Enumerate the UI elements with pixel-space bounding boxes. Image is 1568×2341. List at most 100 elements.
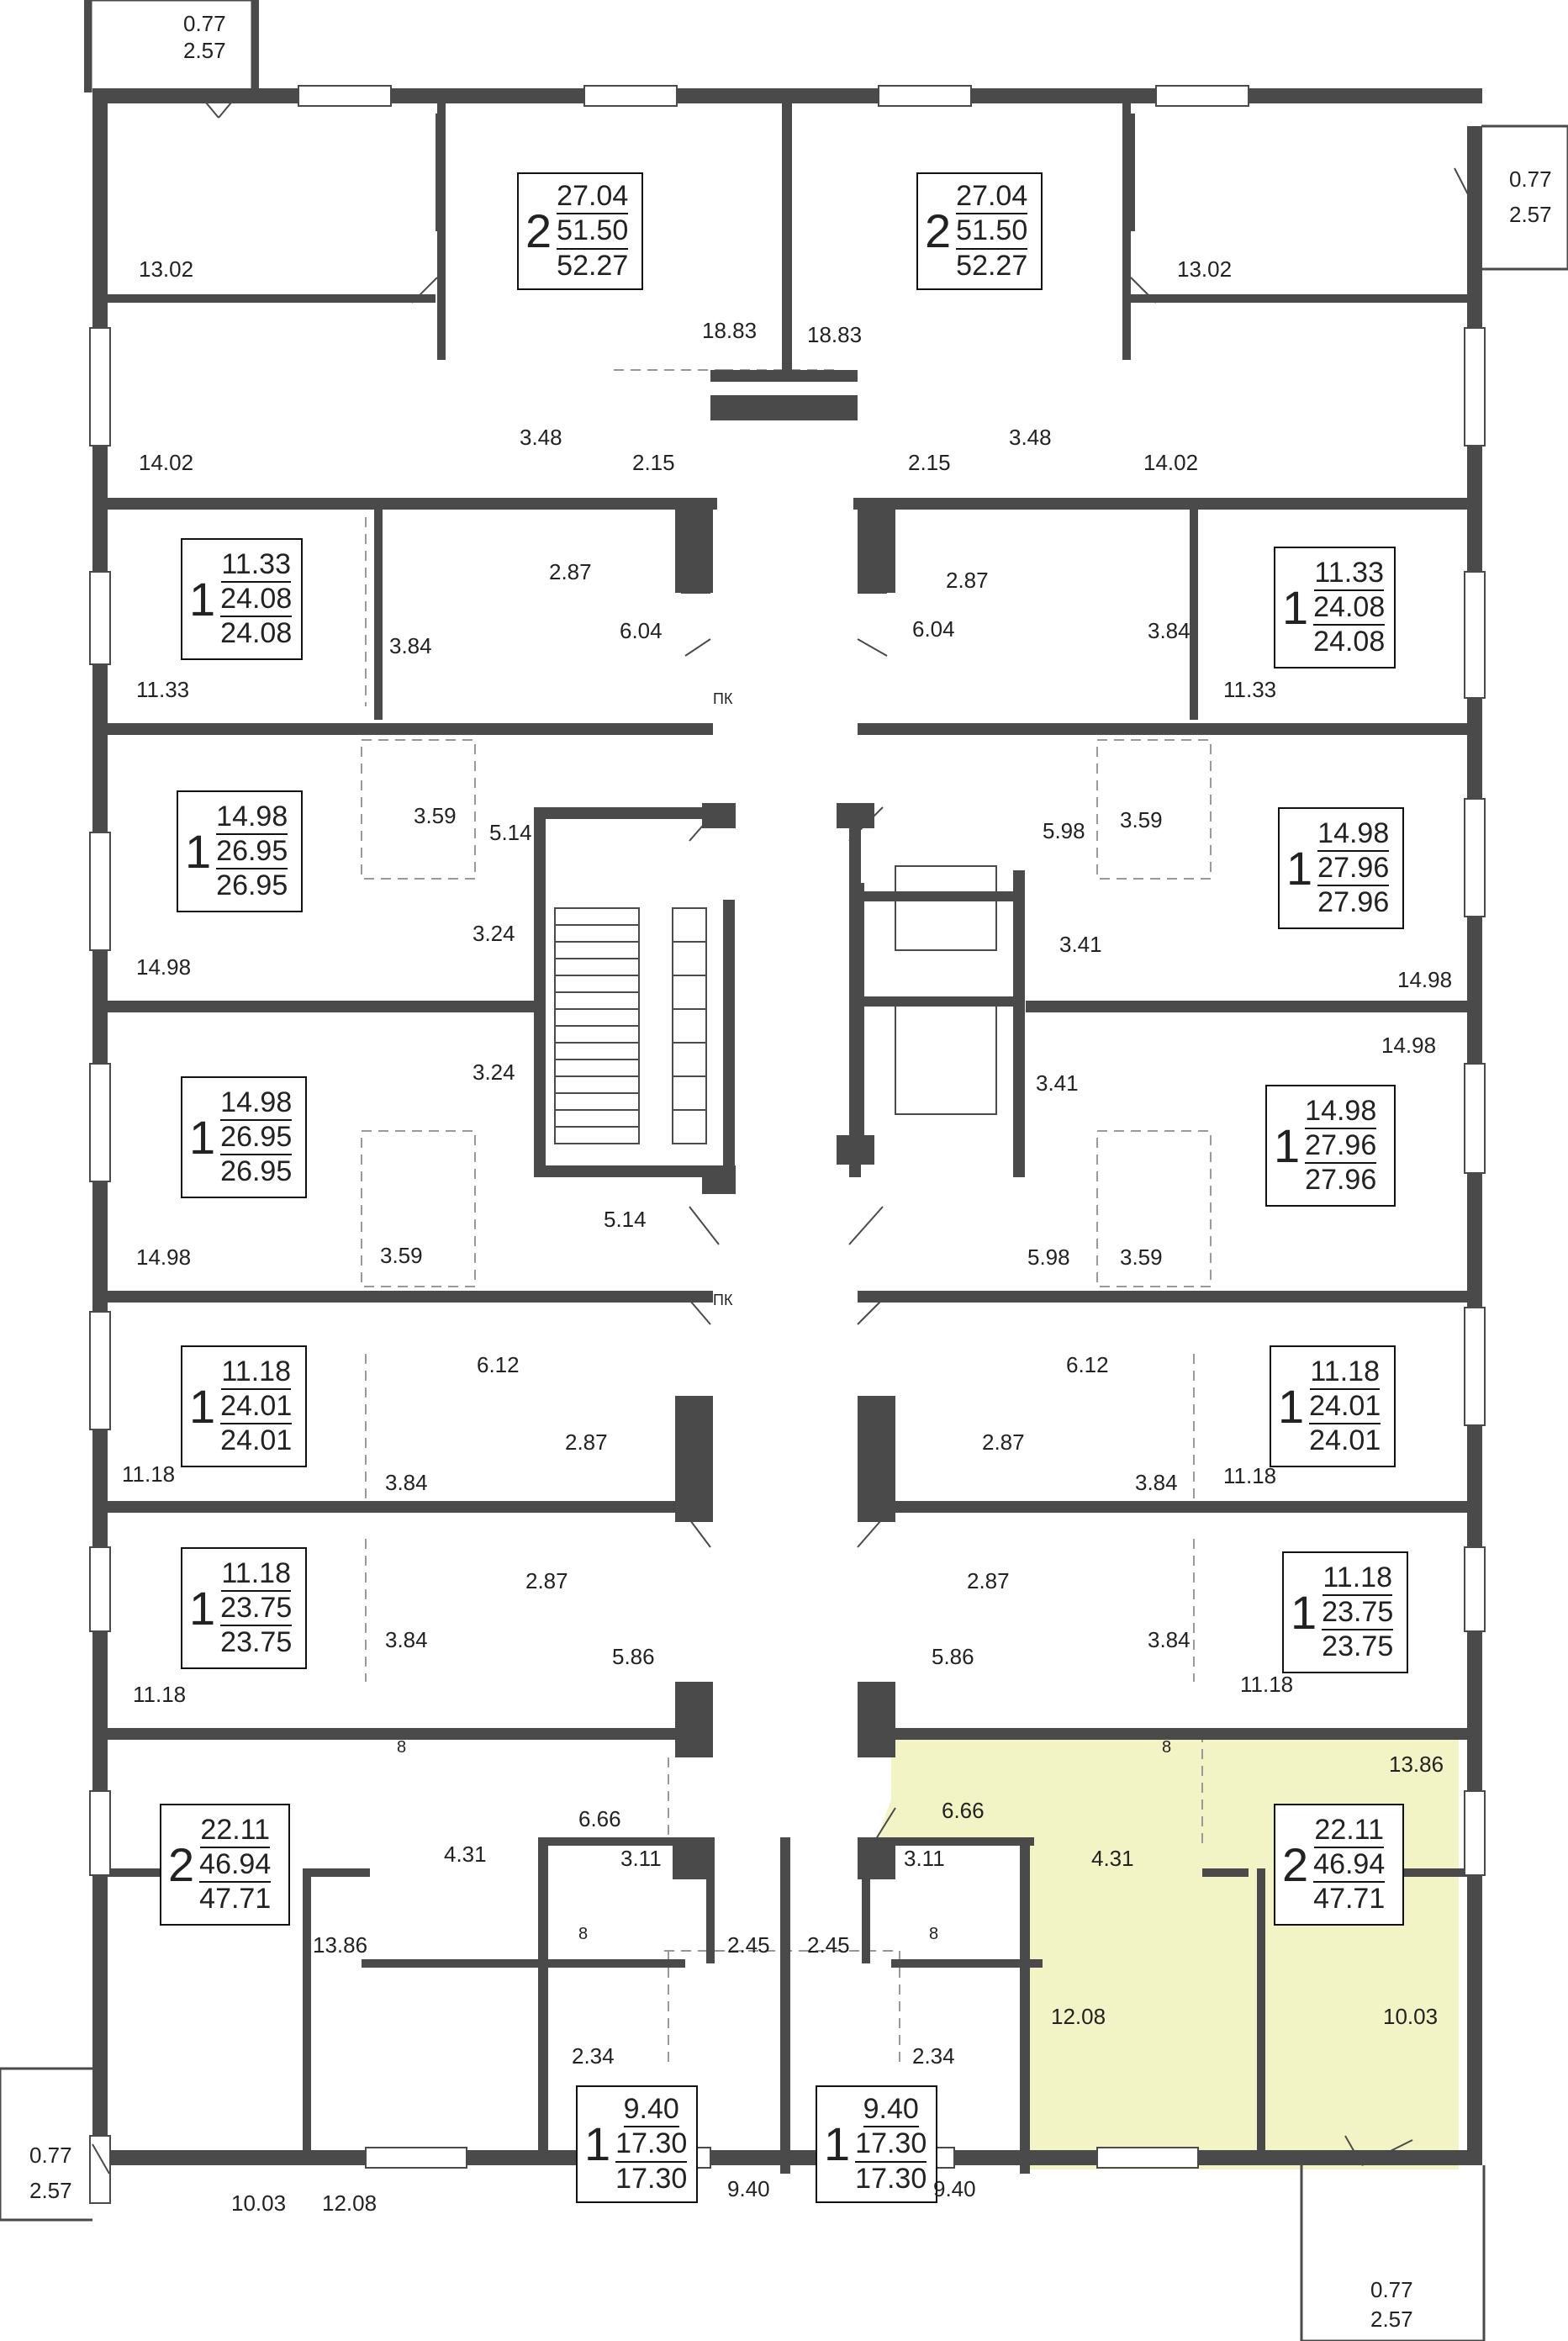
area-label: 3.24	[473, 921, 515, 946]
living-area: 27.04	[956, 180, 1028, 215]
area-label: 6.66	[942, 1798, 985, 1823]
area-label: 0.77	[1509, 166, 1552, 192]
total-area: 27.96	[1305, 1129, 1377, 1165]
area-label: 3.24	[473, 1060, 515, 1085]
living-area: 22.11	[1314, 1814, 1384, 1848]
area-label: 11.18	[122, 1461, 176, 1487]
living-area: 11.33	[1314, 557, 1384, 591]
area-label: 3.11	[620, 1846, 662, 1871]
rooms-count: 1	[1278, 1379, 1305, 1433]
area-label: 3.41	[1059, 932, 1102, 957]
area-label: 0.77	[29, 2143, 72, 2168]
living-area: 27.04	[557, 180, 629, 215]
area-label: 2.87	[565, 1429, 608, 1455]
area-label: 9.40	[933, 2176, 976, 2201]
living-area: 14.98	[220, 1086, 293, 1121]
area-label: 11.33	[1223, 677, 1277, 702]
area-label: 2.45	[807, 1932, 850, 1958]
area-label: 5.98	[1027, 1244, 1070, 1270]
area-label: 14.98	[1381, 1033, 1437, 1058]
area-label: 11.33	[136, 677, 190, 702]
rooms-count: 1	[1274, 1118, 1301, 1172]
area-label: 4.31	[1091, 1846, 1134, 1871]
area-label: 2.87	[967, 1568, 1010, 1593]
area-label: 2.87	[946, 568, 989, 593]
area-label: 14.98	[136, 954, 192, 980]
area-label: 5.14	[489, 820, 532, 845]
area-label: 0.77	[1370, 2277, 1413, 2302]
area-label: 12.08	[322, 2190, 377, 2216]
living-area: 11.18	[221, 1355, 291, 1390]
staircase	[554, 907, 707, 1144]
living-area: 11.18	[221, 1557, 291, 1592]
total-area: 24.01	[220, 1390, 293, 1425]
area-label: 2.57	[29, 2178, 72, 2203]
area-label: 18.83	[807, 322, 863, 347]
rooms-count: 1	[189, 1110, 216, 1164]
total-balcony-area: 52.27	[956, 249, 1028, 282]
rooms-count: 1	[1286, 841, 1313, 895]
area-label: 2.87	[525, 1568, 568, 1593]
total-balcony-area: 24.01	[220, 1424, 293, 1457]
area-label: 2.57	[1370, 2307, 1413, 2332]
total-balcony-area: 17.30	[615, 2162, 688, 2195]
area-label: 5.98	[1043, 818, 1085, 843]
shaft-label: ПК	[713, 1292, 733, 1308]
living-area: 11.18	[1323, 1562, 1392, 1596]
living-area: 14.98	[1305, 1095, 1377, 1129]
rooms-count: 2	[525, 204, 552, 257]
rooms-count: 1	[1291, 1585, 1317, 1639]
total-balcony-area: 24.01	[1309, 1424, 1381, 1457]
area-label: 3.84	[1135, 1470, 1178, 1495]
area-label: 9.40	[727, 2176, 770, 2201]
area-label: 0.77	[183, 11, 226, 36]
area-label: 13.86	[1389, 1752, 1444, 1777]
area-label: 14.98	[1397, 967, 1453, 992]
area-label: 5.86	[612, 1644, 655, 1669]
area-label: 3.84	[385, 1470, 428, 1495]
living-area: 9.40	[623, 2093, 679, 2128]
appliance-label: 8	[397, 1738, 407, 1757]
area-label: 6.66	[578, 1806, 621, 1831]
area-label: 3.84	[1148, 618, 1191, 643]
area-label: 18.83	[702, 318, 758, 343]
total-balcony-area: 26.95	[216, 869, 288, 902]
living-area: 14.98	[1317, 817, 1390, 852]
total-area: 26.95	[216, 835, 288, 870]
total-balcony-area: 24.08	[220, 617, 293, 650]
rooms-count: 2	[925, 204, 952, 257]
area-label: 3.41	[1036, 1070, 1079, 1096]
rooms-count: 1	[189, 572, 216, 626]
total-balcony-area: 23.75	[1322, 1630, 1394, 1663]
total-area: 51.50	[557, 214, 629, 250]
windows	[89, 85, 1486, 2204]
area-label: 2.34	[912, 2043, 955, 2069]
area-label: 2.57	[1509, 202, 1552, 227]
total-balcony-area: 24.08	[1313, 626, 1386, 658]
rooms-count: 2	[168, 1837, 195, 1891]
rooms-count: 1	[1282, 580, 1309, 634]
total-area: 17.30	[615, 2127, 688, 2163]
area-label: 14.98	[136, 1244, 192, 1270]
area-label: 10.03	[1383, 2004, 1439, 2029]
total-balcony-area: 17.30	[855, 2162, 927, 2195]
total-area: 27.96	[1317, 852, 1390, 887]
total-balcony-area: 47.71	[1313, 1883, 1386, 1916]
